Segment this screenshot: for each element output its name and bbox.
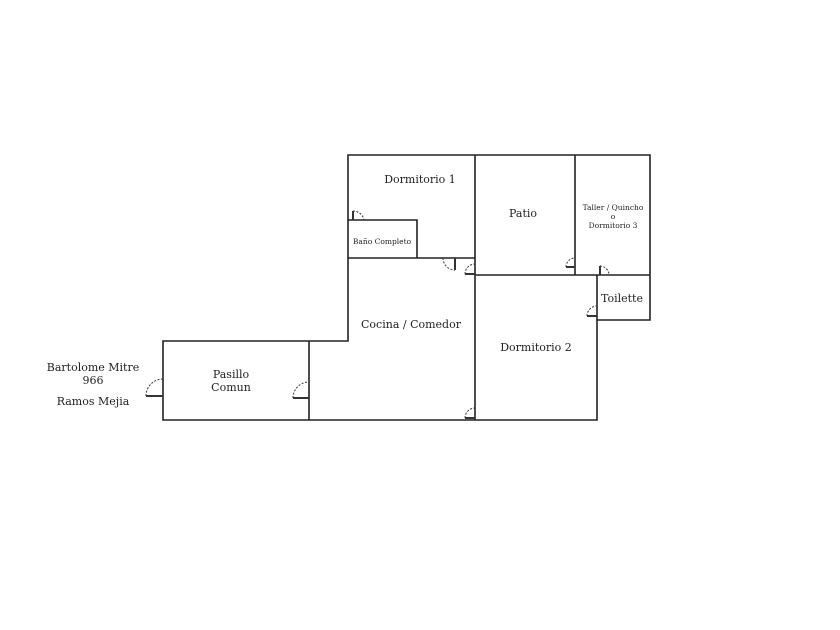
room-labels: Dormitorio 1 Baño Completo Patio Taller … <box>211 173 644 394</box>
door-entrance <box>145 378 164 397</box>
room-cocina-comedor: Cocina / Comedor <box>361 318 462 331</box>
room-taller-line3: Dormitorio 3 <box>589 221 638 230</box>
address-city: Ramos Mejia <box>57 395 130 408</box>
room-dormitorio-1: Dormitorio 1 <box>384 173 456 186</box>
room-patio: Patio <box>509 207 537 220</box>
doors <box>145 210 610 419</box>
room-pasillo-line2: Comun <box>211 381 251 394</box>
door-toilette <box>586 305 598 317</box>
room-taller-line1: Taller / Quincho <box>583 203 644 212</box>
address-street: Bartolome Mitre <box>47 361 140 374</box>
address-number: 966 <box>83 374 104 387</box>
room-toilette: Toilette <box>601 292 643 305</box>
walls <box>162 154 651 421</box>
door-bano <box>352 210 365 221</box>
door-dormitorio2 <box>464 407 476 419</box>
room-bano: Baño Completo <box>353 237 412 246</box>
room-taller-line2: o <box>611 212 616 221</box>
room-dormitorio-2: Dormitorio 2 <box>500 341 572 354</box>
door-taller <box>565 257 576 268</box>
door-pasillo-cocina <box>292 381 310 399</box>
room-pasillo-line1: Pasillo <box>213 368 250 381</box>
door-patio <box>464 263 476 275</box>
address: Bartolome Mitre 966 Ramos Mejia <box>47 361 140 408</box>
door-dormitorio1 <box>442 257 456 271</box>
door-taller-toilette <box>599 265 610 276</box>
